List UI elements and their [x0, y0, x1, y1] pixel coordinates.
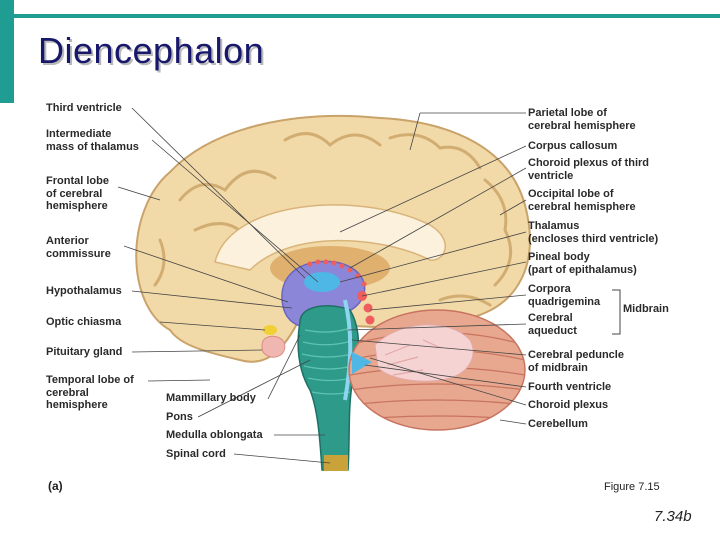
label-fourth-ventricle: Fourth ventricle: [528, 381, 611, 394]
pituitary-gland: [262, 336, 285, 357]
label-hypothalamus: Hypothalamus: [46, 285, 122, 298]
label-thalamus: Thalamus (encloses third ventricle): [528, 220, 658, 245]
label-anterior-commissure: Anterior commissure: [46, 235, 111, 260]
label-frontal-lobe: Frontal lobe of cerebral hemisphere: [46, 175, 109, 213]
label-optic-chiasma: Optic chiasma: [46, 316, 121, 329]
panel-label: (a): [48, 479, 63, 493]
label-temporal-lobe: Temporal lobe of cerebral hemisphere: [46, 374, 134, 412]
label-corpora-quadrigemina: Corpora quadrigemina: [528, 283, 600, 308]
label-cerebellum: Cerebellum: [528, 418, 588, 431]
label-choroid-plexus-third-ventricle: Choroid plexus of third ventricle: [528, 157, 649, 182]
figure-caption: Figure 7.15: [604, 481, 660, 493]
label-choroid-plexus: Choroid plexus: [528, 399, 608, 412]
slide-number: 7.34b: [654, 508, 692, 525]
label-midbrain-bracket: Midbrain: [623, 303, 669, 316]
label-cerebral-peduncle: Cerebral peduncle of midbrain: [528, 349, 624, 374]
label-cerebral-aqueduct: Cerebral aqueduct: [528, 312, 577, 337]
label-occipital-lobe: Occipital lobe of cerebral hemisphere: [528, 188, 636, 213]
label-pineal-body: Pineal body (part of epithalamus): [528, 251, 637, 276]
label-parietal-lobe: Parietal lobe of cerebral hemisphere: [528, 107, 636, 132]
optic-chiasma: [263, 325, 277, 335]
label-corpus-callosum: Corpus callosum: [528, 140, 617, 153]
label-mammillary-body: Mammillary body: [166, 392, 256, 405]
label-pons: Pons: [166, 411, 193, 424]
label-medulla-oblongata: Medulla oblongata: [166, 429, 263, 442]
label-spinal-cord: Spinal cord: [166, 448, 226, 461]
label-intermediate-mass: Intermediate mass of thalamus: [46, 128, 139, 153]
label-pituitary-gland: Pituitary gland: [46, 346, 122, 359]
label-third-ventricle: Third ventricle: [46, 102, 122, 115]
